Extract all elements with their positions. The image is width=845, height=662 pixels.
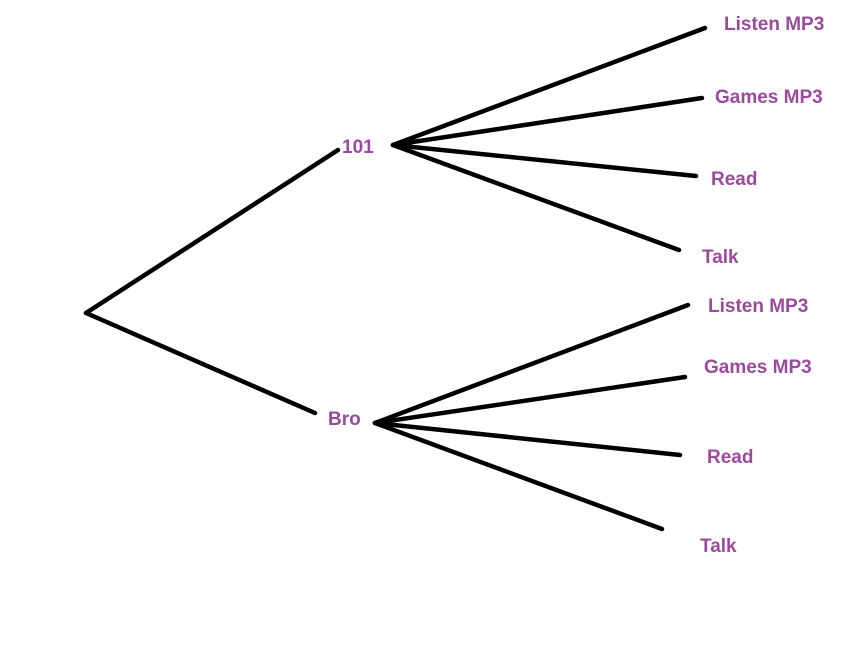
leaf-bro-read: Read [707,447,754,468]
edge-101-listen [390,25,708,148]
edge-101-games [390,95,705,148]
edge-root-101 [83,147,341,316]
leaf-bro-listen: Listen MP3 [708,296,809,317]
leaf-101-read: Read [711,169,758,190]
edge-bro-listen [372,302,691,426]
edge-bro-read [372,420,683,458]
edge-bro-talk [372,420,665,532]
edge-bro-games [372,374,688,426]
leaf-bro-talk: Talk [700,536,737,557]
leaf-101-talk: Talk [702,247,739,268]
edge-101-read [390,142,699,179]
node-bro: Bro [328,409,361,430]
node-101: 101 [342,137,374,158]
leaf-bro-games: Games MP3 [704,357,812,378]
edge-root-bro [83,310,318,416]
leaf-101-games: Games MP3 [715,87,823,108]
edge-101-talk [390,142,682,253]
leaf-101-listen: Listen MP3 [724,14,825,35]
